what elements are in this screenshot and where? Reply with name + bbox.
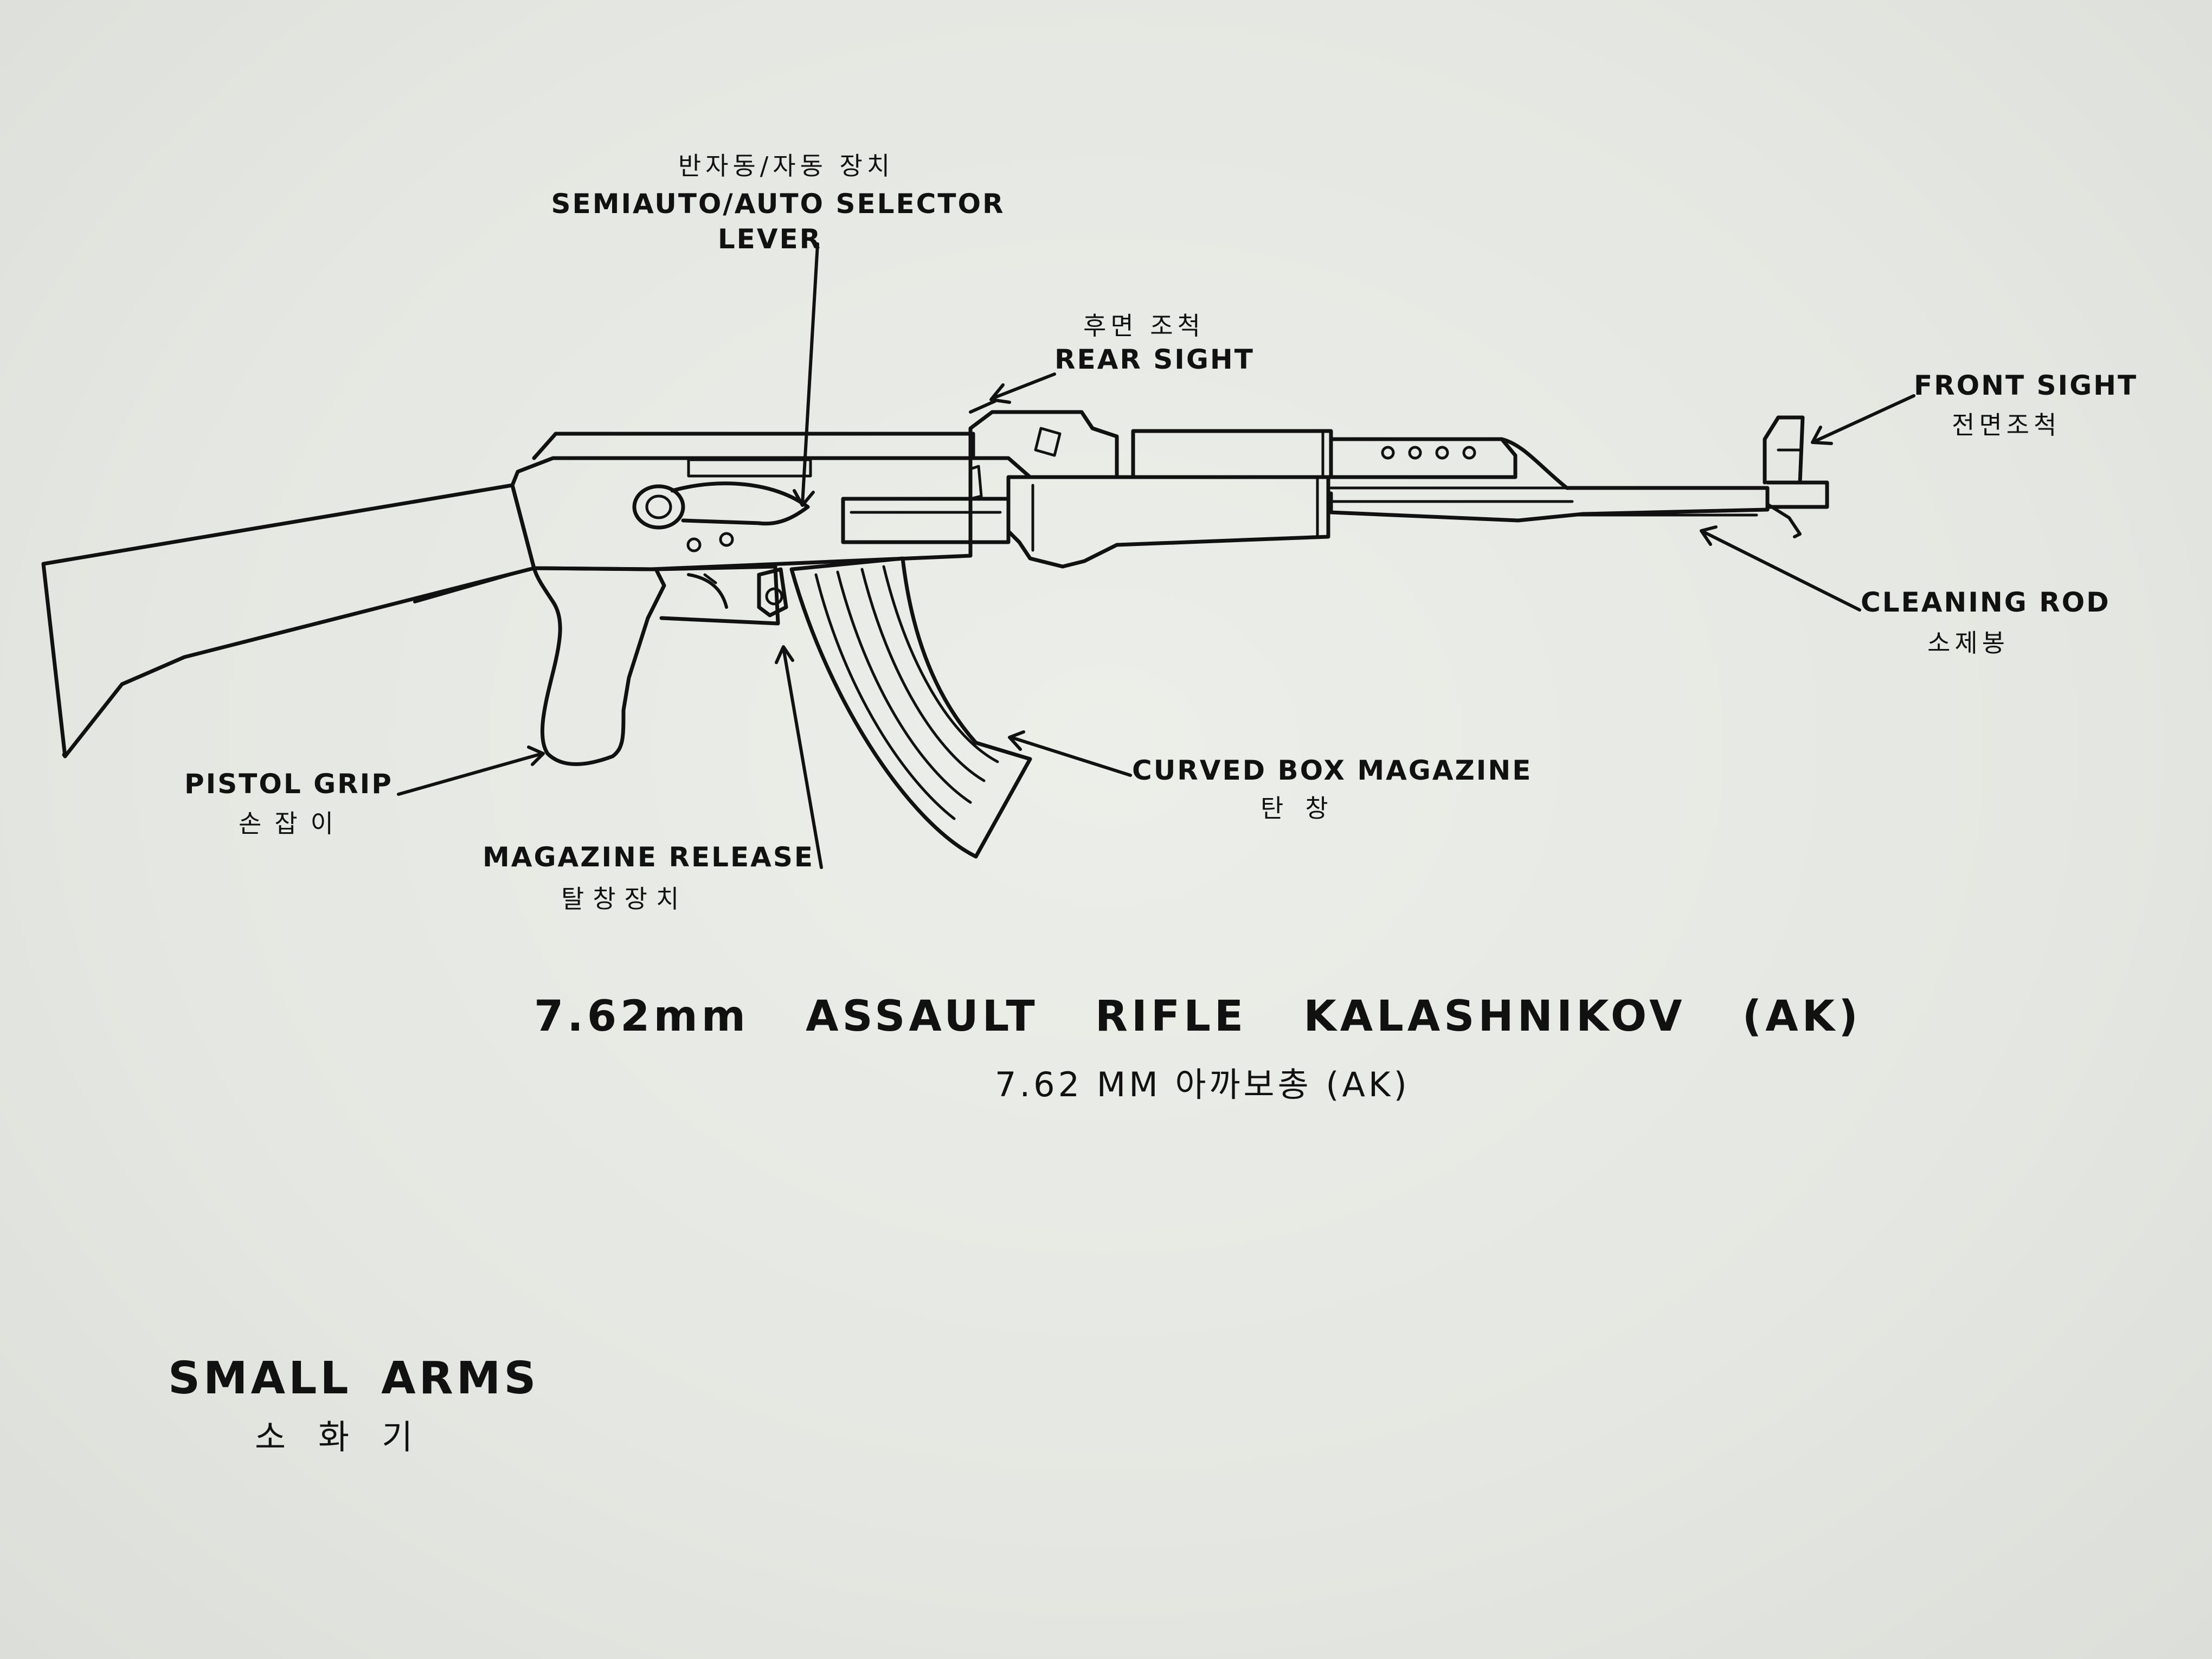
front-sight-leader bbox=[1812, 394, 1915, 443]
barrel-assembly bbox=[1329, 437, 1829, 538]
selector-leader bbox=[801, 242, 819, 506]
rifle-stock bbox=[41, 483, 536, 758]
pistol-grip-label-ko: 손잡이 bbox=[239, 809, 346, 838]
rear-sight-label: REAR SIGHT bbox=[1054, 344, 1255, 375]
cleaning-rod-leader bbox=[1701, 530, 1861, 612]
caption-subtitle: 7.62 MM 아까보총 (AK) bbox=[995, 1065, 1410, 1104]
selector-lever bbox=[632, 481, 810, 552]
rear-sight-leader bbox=[991, 372, 1056, 400]
selector-label-line2: LEVER bbox=[717, 223, 822, 255]
cleaning-rod-label: CLEANING ROD bbox=[1861, 587, 2111, 618]
pistol-grip-leader bbox=[397, 752, 544, 796]
lower-handguard bbox=[1006, 475, 1330, 569]
pistol-grip-shape bbox=[532, 566, 666, 766]
caption-title: 7.62mm ASSAULT RIFLE KALASHNIKOV (AK) bbox=[534, 992, 1862, 1041]
front-sight-label-ko: 전면조척 bbox=[1952, 410, 2061, 440]
curved-box-magazine-label: CURVED BOX MAGAZINE bbox=[1132, 755, 1533, 786]
upper-handguard bbox=[1131, 429, 1517, 479]
rear-sight-label-ko: 후면 조척 bbox=[1083, 311, 1205, 340]
magazine-release-leader bbox=[782, 646, 823, 869]
magazine-leader bbox=[1009, 736, 1132, 777]
magazine-release-label: MAGAZINE RELEASE bbox=[483, 841, 814, 873]
cleaning-rod-label-ko: 소제봉 bbox=[1927, 628, 2009, 658]
section-title: SMALL ARMS bbox=[168, 1353, 539, 1404]
magazine-release-label-ko: 탈창장치 bbox=[561, 884, 688, 914]
section-title-ko: 소화기 bbox=[255, 1417, 446, 1457]
trigger-guard bbox=[654, 564, 780, 626]
front-sight-post bbox=[1763, 415, 1805, 485]
rifle-receiver bbox=[510, 432, 1011, 571]
curved-magazine bbox=[789, 556, 1032, 859]
selector-label-line1: SEMIAUTO/AUTO SELECTOR bbox=[551, 188, 1005, 220]
pistol-grip-label: PISTOL GRIP bbox=[184, 768, 393, 800]
front-sight-label: FRONT SIGHT bbox=[1914, 370, 2138, 401]
curved-box-magazine-label-ko: 탄창 bbox=[1261, 794, 1350, 823]
selector-label-ko: 반자동/자동 장치 bbox=[678, 151, 895, 181]
leader-lines bbox=[397, 242, 1915, 869]
magazine-release-part bbox=[757, 567, 788, 618]
rear-sight-block bbox=[968, 400, 1119, 479]
